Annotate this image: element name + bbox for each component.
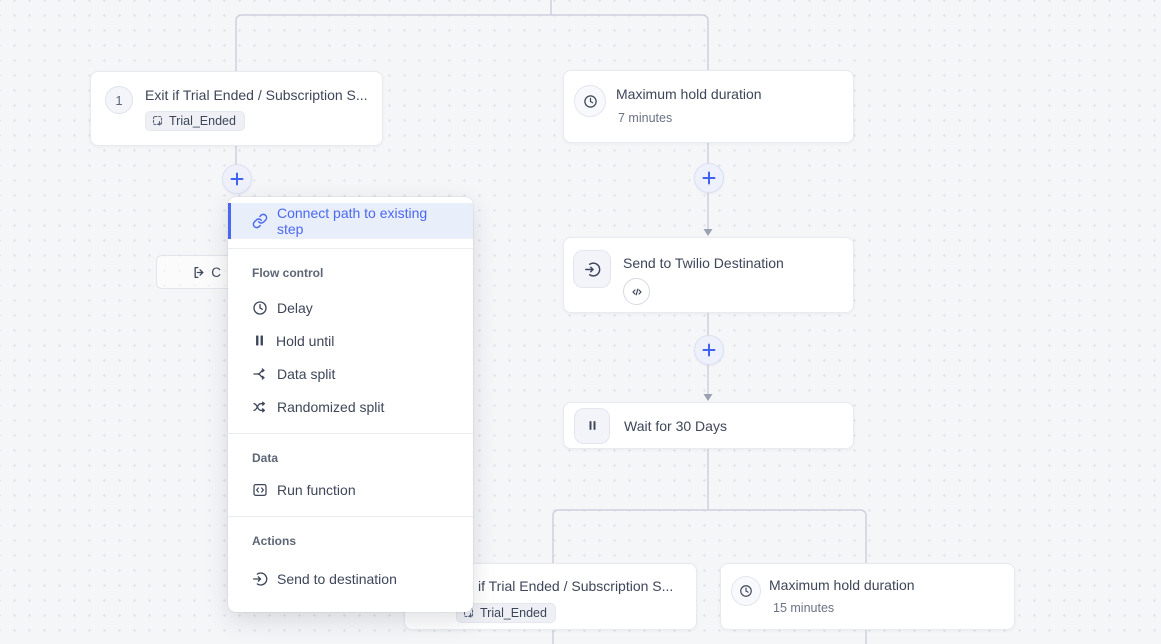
plus-icon bbox=[702, 171, 716, 185]
node-subtitle: 7 minutes bbox=[618, 111, 673, 125]
function-code-badge bbox=[623, 278, 650, 305]
menu-item-randomized-split[interactable]: Randomized split bbox=[228, 390, 473, 423]
add-step-button-right-top[interactable] bbox=[694, 163, 724, 193]
menu-section-data: Data Run function bbox=[228, 434, 473, 516]
plus-icon bbox=[230, 172, 244, 186]
node-wait-30-days[interactable]: Wait for 30 Days bbox=[563, 402, 854, 449]
clock-icon bbox=[252, 300, 268, 316]
menu-item-send-to-destination[interactable]: Send to destination bbox=[228, 562, 473, 595]
node-title: Wait for 30 Days bbox=[624, 417, 727, 434]
data-split-icon bbox=[252, 366, 268, 382]
node-max-hold-top[interactable]: Maximum hold duration 7 minutes bbox=[563, 70, 854, 143]
node-title: Maximum hold duration bbox=[769, 577, 915, 593]
section-header: Actions bbox=[252, 534, 297, 548]
add-step-button-left[interactable] bbox=[222, 164, 252, 194]
node-max-hold-bottom[interactable]: Maximum hold duration 15 minutes bbox=[720, 563, 1015, 630]
step-number-badge: 1 bbox=[105, 86, 133, 114]
exit-icon bbox=[193, 266, 206, 279]
add-step-menu: Connect path to existing step Flow contr… bbox=[228, 197, 473, 612]
node-subtitle: 15 minutes bbox=[773, 601, 835, 615]
clock-icon bbox=[574, 85, 606, 117]
menu-section-flow-control: Flow control Delay Hold until Data split bbox=[228, 249, 473, 433]
node-title: Maximum hold duration bbox=[616, 86, 762, 102]
partial-exit-label: C bbox=[211, 264, 221, 280]
menu-divider bbox=[228, 248, 473, 249]
code-icon bbox=[252, 482, 268, 498]
send-destination-icon bbox=[252, 571, 268, 587]
node-title: Send to Twilio Destination bbox=[623, 255, 784, 271]
audience-tag: Trial_Ended bbox=[456, 603, 556, 623]
audience-icon bbox=[152, 115, 164, 127]
clock-icon bbox=[731, 576, 761, 606]
section-header: Data bbox=[252, 451, 279, 465]
menu-divider bbox=[228, 433, 473, 434]
menu-divider bbox=[228, 516, 473, 517]
send-destination-icon bbox=[573, 250, 611, 288]
link-icon bbox=[252, 213, 268, 229]
node-title: Exit if Trial Ended / Subscription S... bbox=[145, 87, 368, 103]
plus-icon bbox=[702, 343, 716, 357]
section-header: Flow control bbox=[252, 266, 324, 280]
partial-exit-node[interactable]: C bbox=[156, 255, 236, 289]
node-send-twilio[interactable]: Send to Twilio Destination bbox=[563, 237, 854, 313]
menu-item-connect-path[interactable]: Connect path to existing step bbox=[228, 203, 473, 239]
menu-item-hold-until[interactable]: Hold until bbox=[228, 324, 473, 357]
pause-icon bbox=[574, 407, 610, 444]
shuffle-icon bbox=[252, 399, 268, 415]
add-step-button-right-mid[interactable] bbox=[694, 335, 724, 365]
audience-tag: Trial_Ended bbox=[145, 111, 245, 131]
menu-item-delay[interactable]: Delay bbox=[228, 291, 473, 324]
menu-section-actions: Actions Send to destination bbox=[228, 517, 473, 595]
menu-item-run-function[interactable]: Run function bbox=[228, 473, 473, 506]
node-exit-rule-top[interactable]: 1 Exit if Trial Ended / Subscription S..… bbox=[90, 71, 383, 146]
menu-item-data-split[interactable]: Data split bbox=[228, 357, 473, 390]
pause-icon bbox=[252, 333, 267, 348]
node-title: if Trial Ended / Subscription S... bbox=[478, 578, 674, 594]
